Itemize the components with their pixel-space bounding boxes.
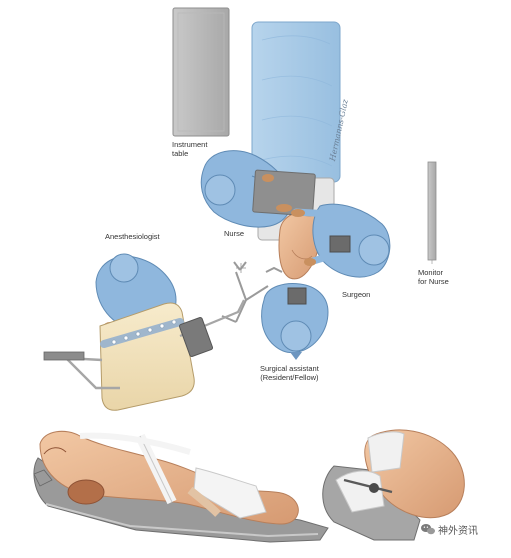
- watermark: 神外资讯: [420, 522, 478, 537]
- monitor-label: Monitor for Nurse: [418, 268, 449, 286]
- crosshair-mark: [236, 263, 246, 273]
- surgical-assistant-figure: [261, 283, 329, 360]
- instrument-table-label-line2: table: [172, 149, 189, 158]
- nurse-label: Nurse: [224, 229, 245, 238]
- anesthesia-cart: [43, 299, 245, 411]
- monitor-label-line1: Monitor: [418, 268, 444, 277]
- instrument-table-label: Instrument table: [172, 140, 207, 158]
- instrument-table-label-line1: Instrument: [172, 140, 208, 149]
- watermark-text: 神外资讯: [438, 526, 478, 537]
- monitor-stand: [427, 161, 437, 261]
- anesthesiologist-label: Anesthesiologist: [105, 232, 160, 241]
- surgical-assistant-label: Surgical assistant (Resident/Fellow): [260, 364, 319, 382]
- instrument-table: [172, 7, 230, 137]
- wechat-icon: [421, 524, 435, 535]
- monitor-label-line2: for Nurse: [418, 277, 449, 286]
- surgical-assistant-label-line1: Surgical assistant: [260, 364, 319, 373]
- patient-oblique-view: [322, 429, 465, 541]
- surgeon-figure: [291, 203, 391, 278]
- nurse-figure: [200, 150, 316, 228]
- patient-lateral-view: [33, 430, 329, 543]
- surgical-assistant-label-line2: (Resident/Fellow): [260, 373, 319, 382]
- surgeon-label: Surgeon: [342, 290, 371, 299]
